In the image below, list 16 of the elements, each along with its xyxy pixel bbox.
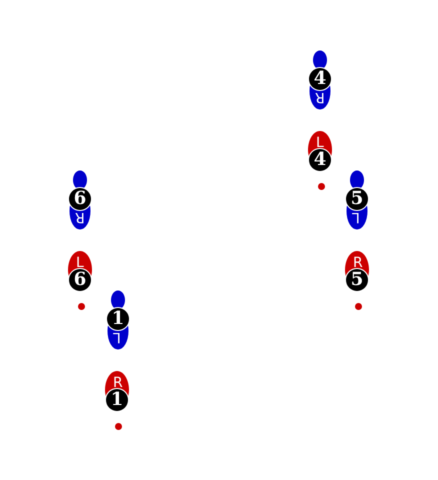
step-number-badge: 4 [309, 68, 331, 90]
step-number-badge: 6 [69, 269, 91, 291]
step-number-badge: 5 [346, 269, 368, 291]
foot-letter: R [113, 376, 123, 390]
step-number-badge: 4 [309, 149, 331, 171]
foot-letter: L [113, 330, 121, 344]
foot-letter: R [315, 90, 325, 104]
foot-letter: R [75, 210, 85, 224]
step-number-badge: 5 [346, 188, 368, 210]
step-number-badge: 1 [106, 389, 128, 411]
foot-letter: L [316, 136, 324, 150]
step-number-badge: 6 [69, 188, 91, 210]
foot-letter: L [76, 256, 84, 270]
step-number-badge: 1 [107, 308, 129, 330]
foot-letter: R [353, 256, 363, 270]
foot-letter: L [352, 210, 360, 224]
